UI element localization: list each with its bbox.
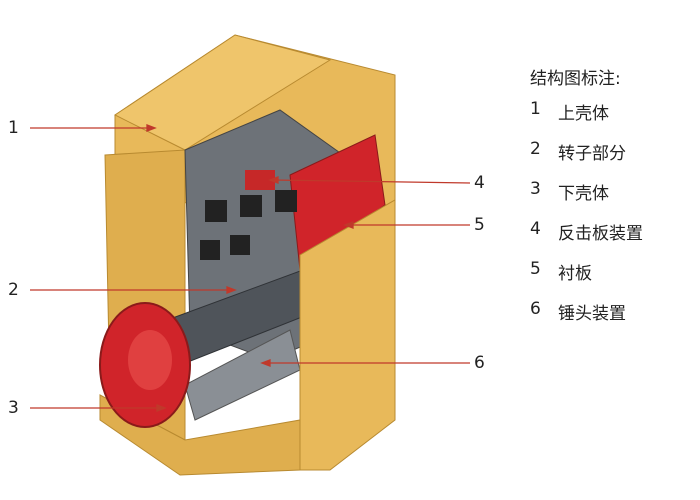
legend-number: 5 — [530, 259, 541, 279]
legend-label: 下壳体 — [558, 184, 609, 204]
callout-4: 4 — [474, 173, 485, 193]
legend-number: 6 — [530, 299, 541, 319]
legend-number: 4 — [530, 219, 541, 239]
structure-legend: 结构图标注: 1 上壳体 2 转子部分 3 下壳体 4 反击板装置 5 衬板 6 锤头装置 — [530, 64, 643, 339]
legend-item: 4 反击板装置 — [530, 219, 643, 259]
impact-plate — [245, 170, 275, 190]
flywheel-hub — [128, 330, 172, 390]
callout-1: 1 — [8, 118, 19, 138]
legend-item: 2 转子部分 — [530, 139, 643, 179]
legend-label: 转子部分 — [558, 144, 626, 164]
legend-number: 2 — [530, 139, 541, 159]
legend-number: 1 — [530, 99, 541, 119]
upper-housing-top — [114, 34, 332, 151]
callout-2: 2 — [8, 280, 19, 300]
legend-item: 3 下壳体 — [530, 179, 643, 219]
legend-label: 衬板 — [558, 264, 592, 284]
legend-item: 5 衬板 — [530, 259, 643, 299]
legend-label: 上壳体 — [558, 104, 609, 124]
legend-title: 结构图标注: — [530, 69, 621, 89]
legend-item: 6 锤头装置 — [530, 299, 643, 339]
callout-3: 3 — [8, 398, 19, 418]
legend-item: 1 上壳体 — [530, 99, 643, 139]
legend-number: 3 — [530, 179, 541, 199]
legend-label: 锤头装置 — [558, 304, 626, 324]
callout-5: 5 — [474, 215, 485, 235]
callout-arrows — [30, 124, 471, 412]
callout-6: 6 — [474, 353, 485, 373]
legend-label: 反击板装置 — [558, 224, 643, 244]
lower-housing-front — [99, 394, 301, 476]
